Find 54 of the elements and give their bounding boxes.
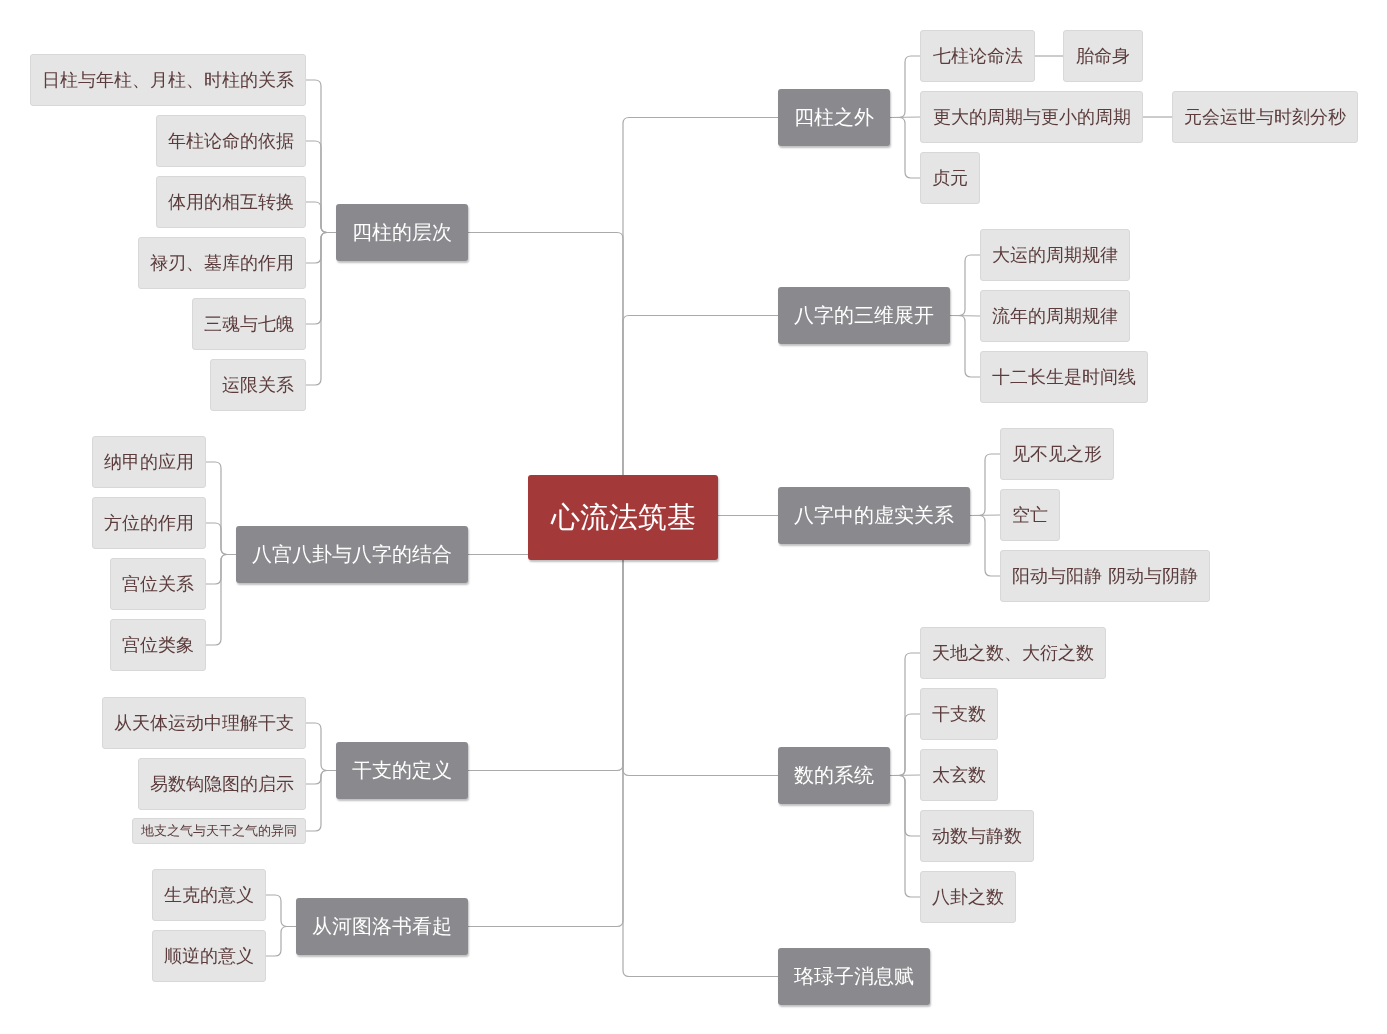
subtopic-box: 宫位关系 bbox=[110, 558, 206, 610]
connector-line bbox=[467, 231, 624, 476]
subtopic-box: 干支数 bbox=[920, 688, 998, 740]
subtopic-box: 阳动与阳静 阴动与阴静 bbox=[1000, 550, 1210, 602]
subtopic-box: 三魂与七魄 bbox=[192, 298, 306, 350]
connector-line bbox=[889, 116, 921, 179]
subtopic-box: 天地之数、大衍之数 bbox=[920, 627, 1106, 679]
subtopic-box: 十二长生是时间线 bbox=[980, 351, 1148, 403]
subtopic-box: 太玄数 bbox=[920, 749, 998, 801]
subtopic-box: 运限关系 bbox=[210, 359, 306, 411]
subtopic-box: 日柱与年柱、月柱、时柱的关系 bbox=[30, 54, 306, 106]
subtopic-box: 元会运世与时刻分秒 bbox=[1172, 91, 1358, 143]
subtopic-box: 体用的相互转换 bbox=[156, 176, 306, 228]
branch-topic-box: 数的系统 bbox=[778, 747, 890, 804]
branch-topic-box: 从河图洛书看起 bbox=[296, 898, 468, 955]
branch-topic-box: 八宫八卦与八字的结合 bbox=[236, 526, 468, 583]
branch-topic-box: 珞琭子消息赋 bbox=[778, 948, 930, 1005]
connector-line bbox=[889, 774, 921, 898]
connector-line bbox=[305, 231, 337, 386]
subtopic-box: 纳甲的应用 bbox=[92, 436, 206, 488]
subtopic-box: 易数钩隐图的启示 bbox=[138, 758, 306, 810]
subtopic-box: 宫位类象 bbox=[110, 619, 206, 671]
subtopic-box: 方位的作用 bbox=[92, 497, 206, 549]
subtopic-box: 动数与静数 bbox=[920, 810, 1034, 862]
branch-topic-box: 干支的定义 bbox=[336, 742, 468, 799]
subtopic-box: 大运的周期规律 bbox=[980, 229, 1130, 281]
connector-line bbox=[1034, 55, 1064, 57]
connector-line bbox=[1142, 116, 1173, 118]
subtopic-box: 地支之气与天干之气的异同 bbox=[132, 818, 306, 844]
branch-topic-box: 四柱之外 bbox=[778, 89, 890, 146]
subtopic-box: 年柱论命的依据 bbox=[156, 115, 306, 167]
subtopic-box: 禄刃、墓库的作用 bbox=[138, 237, 306, 289]
subtopic-box: 贞元 bbox=[920, 152, 980, 204]
subtopic-box: 七柱论命法 bbox=[920, 30, 1035, 82]
connector-line bbox=[265, 925, 297, 957]
branch-topic-box: 八字的三维展开 bbox=[778, 287, 950, 344]
connector-line bbox=[717, 514, 779, 517]
subtopic-box: 顺逆的意义 bbox=[152, 930, 266, 982]
branch-topic-box: 八字中的虚实关系 bbox=[778, 487, 970, 544]
subtopic-box: 更大的周期与更小的周期 bbox=[920, 91, 1143, 143]
subtopic-box: 空亡 bbox=[1000, 489, 1060, 541]
subtopic-box: 胎命身 bbox=[1063, 30, 1143, 82]
connector-line bbox=[969, 514, 1001, 577]
connector-line bbox=[305, 769, 337, 832]
connector-line bbox=[949, 314, 981, 378]
central-topic-box: 心流法筑基 bbox=[528, 475, 718, 560]
connector-line bbox=[205, 553, 237, 646]
subtopic-box: 生克的意义 bbox=[152, 869, 266, 921]
subtopic-box: 见不见之形 bbox=[1000, 428, 1114, 480]
branch-topic-box: 四柱的层次 bbox=[336, 204, 468, 261]
subtopic-box: 从天体运动中理解干支 bbox=[102, 697, 306, 749]
subtopic-box: 八卦之数 bbox=[920, 871, 1016, 923]
subtopic-box: 流年的周期规律 bbox=[980, 290, 1130, 342]
connector-line bbox=[467, 553, 529, 556]
